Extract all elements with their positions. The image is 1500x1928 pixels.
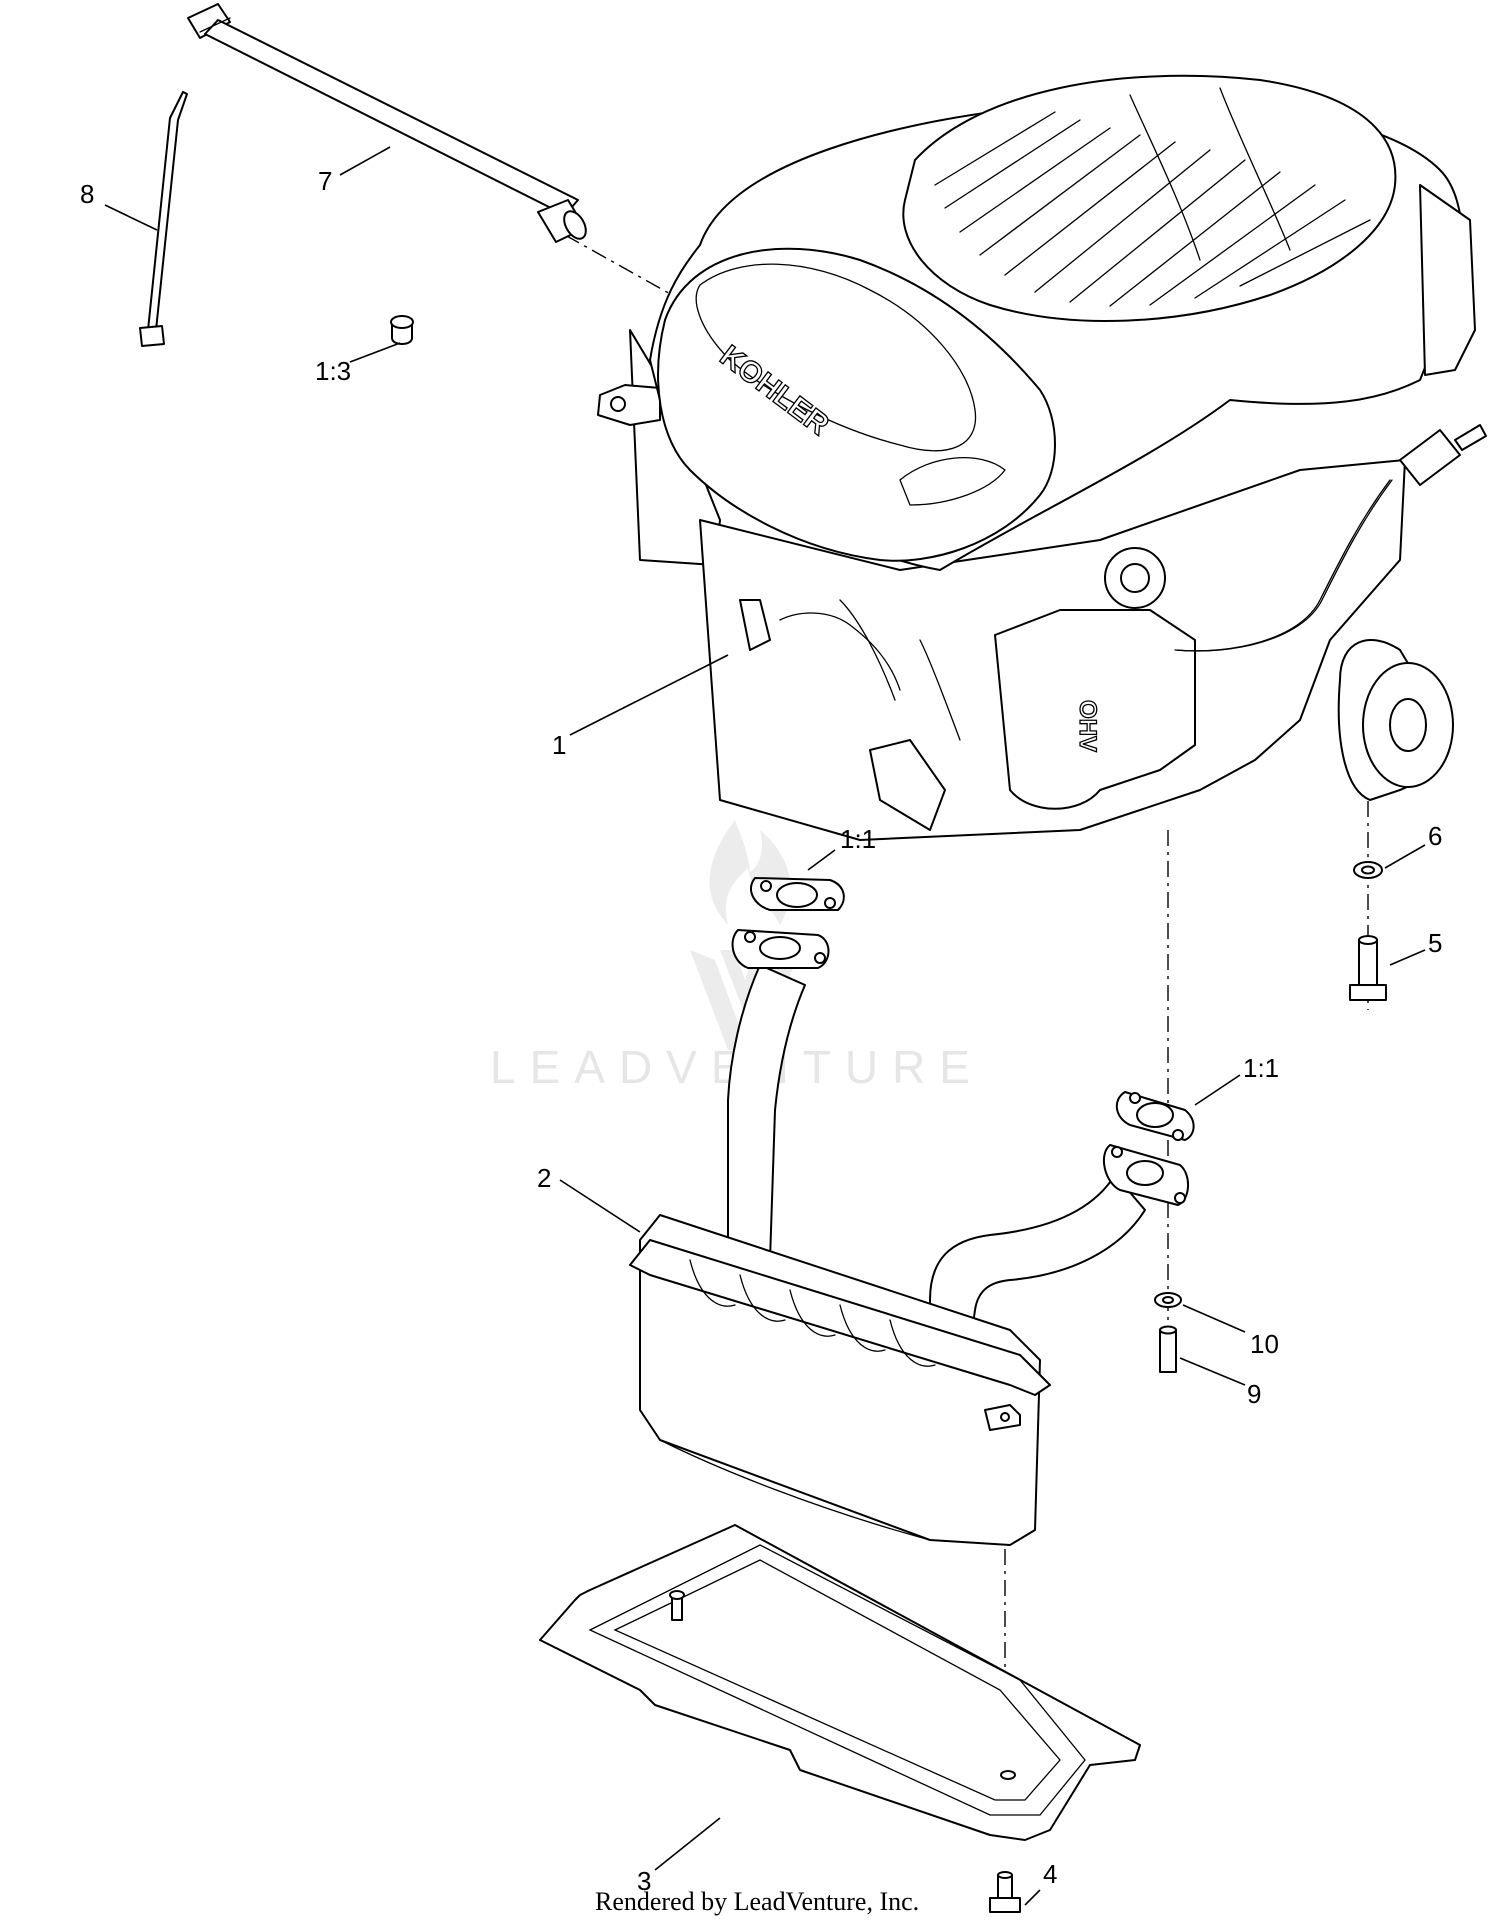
bolt-4: [989, 1871, 1021, 1913]
callout-7: 7: [318, 166, 332, 196]
washer-6: [1353, 861, 1383, 879]
engine-ohv-badge: OHV: [1074, 700, 1101, 752]
heat-shield: [539, 1524, 1141, 1841]
cable-tie: [139, 91, 188, 347]
washer-10: [1154, 1292, 1182, 1308]
callout-2: 2: [537, 1163, 551, 1193]
callout-10: 10: [1250, 1329, 1279, 1359]
callout-4: 4: [1043, 1859, 1057, 1889]
callout-5: 5: [1428, 928, 1442, 958]
intake-grille-icon: [902, 74, 1397, 322]
plug-part: [390, 315, 414, 345]
callout-1-1-upper: 1:1: [840, 824, 876, 854]
gasket-lower: [1115, 1091, 1195, 1141]
callout-9: 9: [1247, 1379, 1261, 1409]
footer-credit: Rendered by LeadVenture, Inc.: [595, 1887, 919, 1916]
bolt-9: [1159, 1325, 1177, 1373]
leader-lines: [104, 146, 1426, 1906]
muffler: [629, 929, 1189, 1546]
callout-1: 1: [552, 730, 566, 760]
callout-6: 6: [1428, 821, 1442, 851]
dipstick-tube: [187, 3, 587, 243]
callout-1-3: 1:3: [315, 356, 351, 386]
oil-filter: [1337, 639, 1454, 801]
callout-1-1-lower: 1:1: [1243, 1053, 1279, 1083]
callout-labels: 1 1:1 1:1 1:3 2 3 4 5 6 7 8 9 10: [80, 166, 1442, 1896]
callout-8: 8: [80, 179, 94, 209]
bolt-5: [1349, 935, 1387, 1001]
engine: KOHLER OHV: [597, 74, 1487, 841]
gasket-upper: [750, 877, 845, 911]
callout-3: 3: [637, 1866, 651, 1896]
